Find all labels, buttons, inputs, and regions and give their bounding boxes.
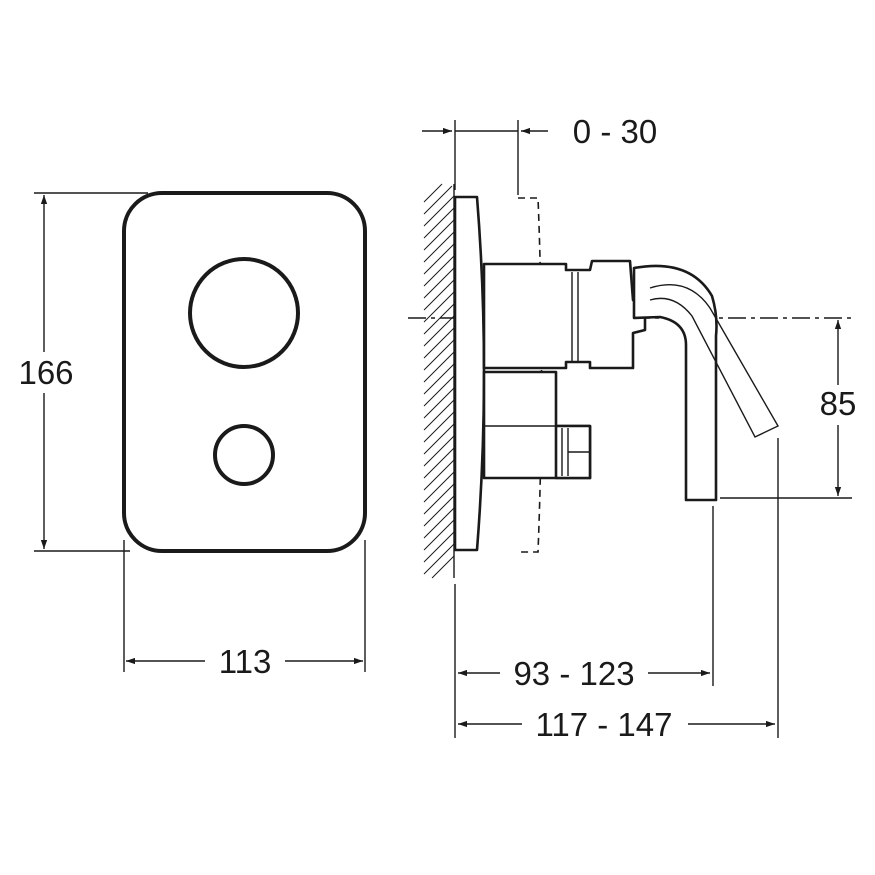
diverter-handle: [188, 257, 300, 369]
total-depth-label: 117 - 147: [536, 706, 673, 743]
front-view: [122, 191, 367, 553]
side-view: [408, 183, 852, 579]
front-height-dimension: 166: [18, 192, 148, 552]
spout-height-label: 85: [820, 385, 857, 422]
spout-height-dimension: 85: [720, 320, 857, 499]
front-width-label: 113: [219, 643, 272, 680]
spout-body: [482, 259, 647, 370]
diverter-knob: [213, 424, 275, 486]
front-height-label: 166: [18, 354, 73, 391]
front-width-dimension: 113: [123, 540, 366, 680]
total-depth-dimension: 117 - 147: [458, 438, 779, 743]
spout-depth-label: 93 - 123: [513, 655, 634, 692]
spout-depth-dimension: 93 - 123: [454, 506, 714, 738]
projection-adjust-label: 0 - 30: [573, 113, 657, 150]
projection-adjust-dimension: 0 - 30: [422, 113, 657, 195]
extended-spout-pipe: [649, 284, 779, 438]
wall-hatching: [423, 183, 455, 579]
cover-plate: [122, 191, 367, 553]
plate-profile: [453, 195, 486, 552]
